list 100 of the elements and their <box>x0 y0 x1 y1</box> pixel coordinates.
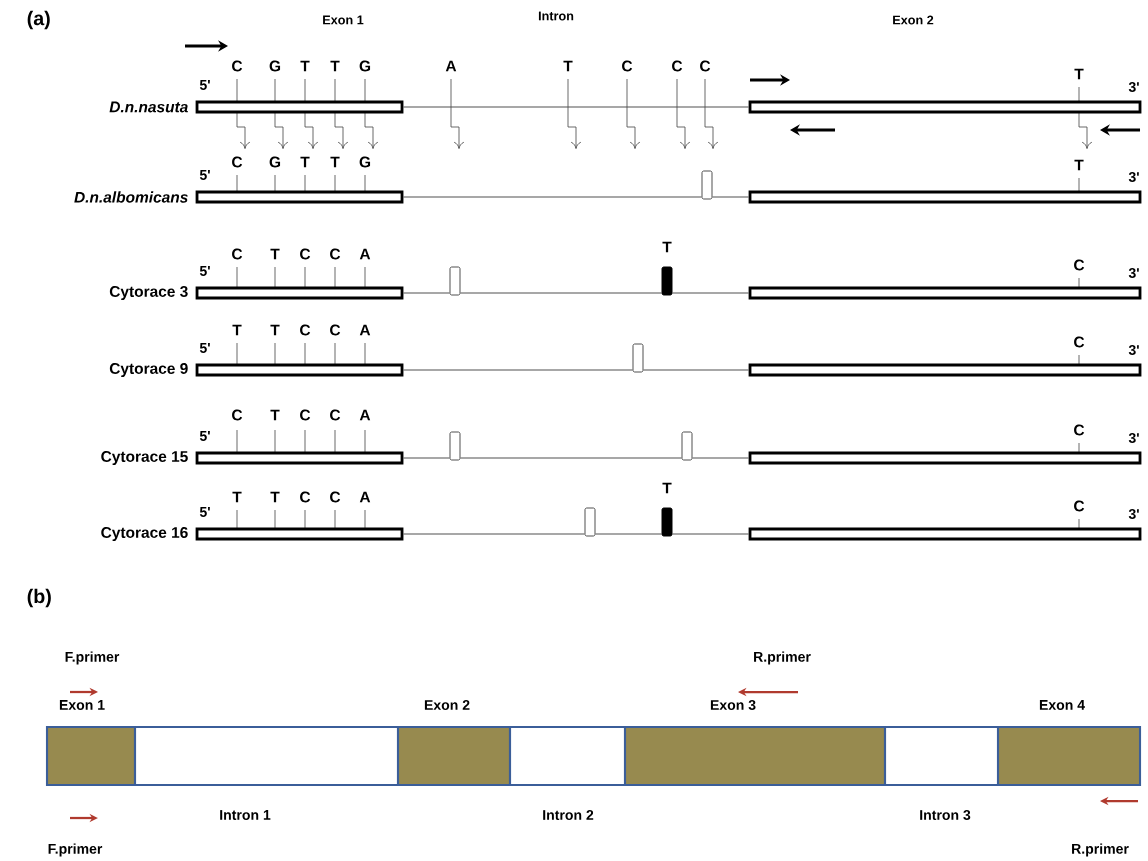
base-letter: T <box>662 482 672 494</box>
base-letter: C <box>622 60 633 72</box>
indel-box <box>584 507 596 537</box>
base-letter: C <box>300 409 311 421</box>
base-letter: G <box>269 156 281 168</box>
exon-bar <box>195 100 404 114</box>
base-letter: G <box>269 60 281 72</box>
base-letter: A <box>359 491 371 503</box>
exon-bar <box>748 190 1142 204</box>
exon-bar <box>748 363 1142 377</box>
base-letter: T <box>330 156 340 168</box>
base-letter: A <box>445 60 457 72</box>
intron-line <box>402 106 750 108</box>
base-letter: C <box>232 60 243 72</box>
exon-box <box>396 725 512 787</box>
base-letter: C <box>232 248 243 260</box>
exon-bar <box>195 527 404 541</box>
base-letter: T <box>330 60 340 72</box>
indel-box <box>632 343 644 373</box>
base-letter: T <box>300 60 310 72</box>
base-letter: T <box>270 409 280 421</box>
indel-box <box>449 431 461 461</box>
end-label: 5' <box>199 80 210 90</box>
exon-label: Exon 4 <box>1039 700 1085 710</box>
base-letter: C <box>300 248 311 260</box>
exon-bar <box>748 100 1142 114</box>
base-letter: T <box>232 491 242 503</box>
panel-label: (b) <box>27 588 51 608</box>
intron-line <box>460 292 662 294</box>
base-letter: T <box>563 60 573 72</box>
region-heading: Intron <box>538 11 574 21</box>
base-letter: T <box>270 324 280 336</box>
indel-box <box>701 170 713 200</box>
base-letter: C <box>330 324 341 336</box>
intron-line <box>402 533 585 535</box>
base-letter: C <box>1074 259 1085 271</box>
end-label: 3' <box>1128 82 1139 92</box>
intron-line <box>595 533 662 535</box>
base-letter: C <box>330 491 341 503</box>
base-letter: T <box>300 156 310 168</box>
base-letter: T <box>1074 68 1084 80</box>
intron-line <box>672 292 750 294</box>
base-letter: G <box>359 156 371 168</box>
base-letter: C <box>1074 336 1085 348</box>
panel-label: (a) <box>27 10 50 30</box>
base-letter: T <box>232 324 242 336</box>
base-letter: T <box>270 491 280 503</box>
exon-bar <box>748 451 1142 465</box>
species-name: Cytorace 3 <box>109 286 188 300</box>
exon-label: Exon 2 <box>424 700 470 710</box>
exon-bar <box>195 286 404 300</box>
intron-box <box>883 725 1000 787</box>
base-letter: G <box>359 60 371 72</box>
indel-box <box>661 507 673 537</box>
intron-line <box>402 292 450 294</box>
species-name: Cytorace 16 <box>101 527 188 541</box>
end-label: 5' <box>199 266 210 276</box>
end-label: 3' <box>1128 433 1139 443</box>
intron-line <box>402 457 450 459</box>
base-letter: C <box>1074 500 1085 512</box>
intron-line <box>672 533 750 535</box>
base-letter: C <box>300 491 311 503</box>
end-label: 5' <box>199 507 210 517</box>
region-heading: Exon 1 <box>323 15 364 25</box>
exon-bar <box>748 286 1142 300</box>
intron-label: Intron 3 <box>920 810 971 820</box>
intron-box <box>508 725 627 787</box>
intron-line <box>692 457 750 459</box>
primer-label: F.primer <box>65 651 120 665</box>
species-name: Cytorace 9 <box>109 363 188 377</box>
base-letter: T <box>270 248 280 260</box>
exon-bar <box>195 190 404 204</box>
base-letter: T <box>662 241 672 253</box>
end-label: 5' <box>199 431 210 441</box>
intron-line <box>460 457 682 459</box>
primer-label: R.primer <box>754 651 811 665</box>
primer-label: F.primer <box>48 843 103 857</box>
end-label: 3' <box>1128 509 1139 519</box>
indel-box <box>681 431 693 461</box>
base-letter: C <box>232 156 243 168</box>
end-label: 3' <box>1128 345 1139 355</box>
intron-label: Intron 1 <box>220 810 271 820</box>
exon-bar <box>748 527 1142 541</box>
region-heading: Exon 2 <box>893 15 934 25</box>
indel-box <box>449 266 461 296</box>
intron-line <box>712 196 750 198</box>
exon-label: Exon 3 <box>710 700 756 710</box>
base-letter: A <box>359 409 371 421</box>
base-letter: C <box>330 409 341 421</box>
exon-bar <box>195 363 404 377</box>
exon-bar <box>195 451 404 465</box>
intron-line <box>402 196 702 198</box>
end-label: 3' <box>1128 172 1139 182</box>
primer-label: R.primer <box>1072 843 1129 857</box>
exon-box <box>45 725 137 787</box>
species-name: Cytorace 15 <box>101 451 188 465</box>
base-letter: A <box>359 324 371 336</box>
intron-line <box>402 369 633 371</box>
base-letter: A <box>359 248 371 260</box>
species-name: D.n.albomicans <box>74 191 188 203</box>
